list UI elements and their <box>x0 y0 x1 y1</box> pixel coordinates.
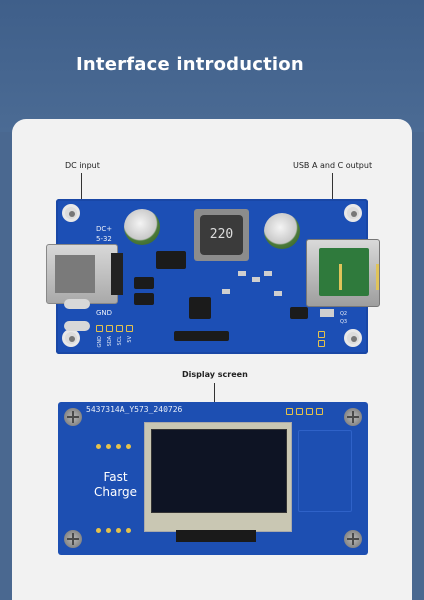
resistor-array <box>174 331 229 341</box>
power-ic <box>156 251 186 269</box>
header-pin <box>286 408 293 415</box>
mosfet <box>134 293 154 305</box>
header-pin <box>306 408 313 415</box>
oled-screen <box>151 429 287 513</box>
header-pin <box>96 325 103 332</box>
charge-text: Charge <box>94 485 138 499</box>
pcb-trace <box>298 430 352 512</box>
pin-pad <box>116 528 121 533</box>
power-inductor: 220 <box>194 209 249 261</box>
smd-part <box>320 309 334 317</box>
fast-text: Fast <box>103 470 128 484</box>
silk-dc-plus: DC+ <box>96 225 113 233</box>
mounting-screw <box>344 530 362 548</box>
solder-pad <box>318 331 325 338</box>
header-pin <box>116 325 123 332</box>
silk-q2: Q2 <box>340 311 348 317</box>
pcb-display-board: 5437314A_Y573_240726 Fast Charge <box>58 402 368 555</box>
header-pin <box>296 408 303 415</box>
mounting-screw <box>64 408 82 426</box>
usb-a-port <box>306 239 380 307</box>
silk-q3: Q3 <box>340 319 348 325</box>
solder-pad <box>64 321 90 331</box>
solder-pad <box>318 340 325 347</box>
silk-gnd: GND <box>96 309 113 317</box>
pin-pad <box>106 528 111 533</box>
controller-chip <box>189 297 211 319</box>
fast-charge-label: Fast Charge <box>94 470 137 500</box>
mosfet <box>290 307 308 319</box>
smd-part <box>274 291 282 296</box>
silk-pin-label: 5V <box>127 336 133 343</box>
mosfet <box>134 277 154 289</box>
solder-pad <box>64 299 90 309</box>
smd-part <box>252 277 260 282</box>
silk-pin-label: GND <box>97 336 103 348</box>
display-screen-label: Display screen <box>182 370 248 379</box>
mount-hole <box>344 204 362 222</box>
silk-pin-label: SCL <box>117 336 123 346</box>
silk-voltage-range: 5-32 <box>96 235 112 243</box>
header-pin <box>316 408 323 415</box>
silk-pin-label: SDA <box>107 336 113 347</box>
pin-pad <box>106 444 111 449</box>
pin-pad <box>126 528 131 533</box>
usb-output-label: USB A and C output <box>293 161 373 170</box>
mounting-screw <box>344 408 362 426</box>
pin-pad <box>96 528 101 533</box>
board-code: 5437314A_Y573_240726 <box>86 405 183 414</box>
pin-pad <box>126 444 131 449</box>
smd-part <box>222 289 230 294</box>
pin-pad <box>116 444 121 449</box>
header-banner: Interface introduction <box>0 0 424 132</box>
smd-part <box>264 271 272 276</box>
dc-input-connector <box>46 244 123 304</box>
oled-module <box>144 422 292 532</box>
header-pin <box>126 325 133 332</box>
dc-input-label: DC input <box>65 161 100 170</box>
mount-hole <box>344 329 362 347</box>
oled-ribbon <box>176 530 256 542</box>
page-title: Interface introduction <box>76 54 304 75</box>
mount-hole <box>62 204 80 222</box>
header-pin <box>106 325 113 332</box>
mount-hole <box>62 329 80 347</box>
electrolytic-capacitor <box>264 213 300 249</box>
pcb-top-board: 220 DC+ 5-32 GND GND SDA SCL 5V Q2 Q3 <box>46 199 380 354</box>
smd-part <box>238 271 246 276</box>
electrolytic-capacitor <box>124 209 160 245</box>
pin-pad <box>96 444 101 449</box>
mounting-screw <box>64 530 82 548</box>
